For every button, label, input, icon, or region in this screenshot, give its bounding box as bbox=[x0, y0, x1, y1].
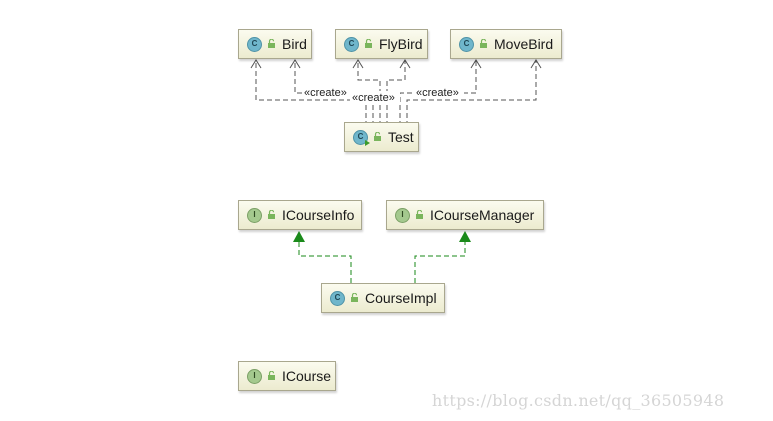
create-label: «create» bbox=[416, 87, 459, 99]
arrowhead-bird-2 bbox=[289, 59, 301, 69]
runnable-class-icon: C bbox=[353, 129, 370, 146]
edge-test-flybird-2 bbox=[386, 60, 406, 126]
lock-open-icon bbox=[374, 132, 381, 141]
lock-open-icon bbox=[416, 210, 423, 219]
class-icon: C bbox=[247, 36, 262, 52]
lock-open-icon bbox=[365, 39, 372, 48]
class-name: Bird bbox=[282, 36, 307, 52]
implements-edges bbox=[298, 241, 466, 283]
arrowhead-flybird-2 bbox=[399, 59, 411, 69]
interface-node-icoursemanager[interactable]: I ICourseManager bbox=[386, 200, 544, 230]
class-name: FlyBird bbox=[379, 36, 423, 52]
class-icon: C bbox=[344, 36, 359, 52]
class-icon: C bbox=[459, 36, 474, 52]
implements-arrowheads bbox=[293, 231, 471, 242]
lock-open-icon bbox=[268, 371, 275, 380]
class-node-movebird[interactable]: C MoveBird bbox=[450, 29, 562, 59]
arrowhead-flybird-1 bbox=[352, 59, 364, 69]
class-name: CourseImpl bbox=[365, 290, 437, 306]
edge-test-flybird-1 bbox=[357, 60, 381, 126]
arrowhead-bird-1 bbox=[250, 59, 262, 69]
lock-open-icon bbox=[268, 39, 275, 48]
lock-open-icon bbox=[268, 210, 275, 219]
interface-icon: I bbox=[247, 368, 262, 384]
interface-name: ICourse bbox=[282, 368, 332, 384]
interface-name: ICourseManager bbox=[430, 207, 535, 223]
edge-courseimpl-icourseinfo bbox=[298, 241, 352, 283]
edge-test-movebird-1 bbox=[399, 60, 477, 126]
edge-test-bird-1 bbox=[255, 60, 367, 126]
class-name: Test bbox=[388, 129, 414, 145]
interface-node-icourseinfo[interactable]: I ICourseInfo bbox=[238, 200, 362, 230]
watermark-text: https://blog.csdn.net/qq_36505948 bbox=[432, 391, 725, 410]
edge-test-movebird-2 bbox=[406, 60, 537, 126]
class-icon: C bbox=[330, 290, 345, 306]
class-name: MoveBird bbox=[494, 36, 554, 52]
class-node-bird[interactable]: C Bird bbox=[238, 29, 312, 59]
class-node-flybird[interactable]: C FlyBird bbox=[335, 29, 428, 59]
lock-open-icon bbox=[480, 39, 487, 48]
arrowhead-movebird-2 bbox=[530, 59, 542, 69]
class-node-test[interactable]: C Test bbox=[344, 122, 419, 152]
class-node-courseimpl[interactable]: C CourseImpl bbox=[321, 283, 445, 313]
edge-courseimpl-icoursemanager bbox=[414, 241, 466, 283]
arrowhead-icoursemanager bbox=[459, 231, 471, 242]
interface-icon: I bbox=[395, 207, 410, 223]
lock-open-icon bbox=[351, 293, 358, 302]
arrowhead-icourseinfo bbox=[293, 231, 305, 242]
interface-node-icourse[interactable]: I ICourse bbox=[238, 361, 336, 391]
interface-name: ICourseInfo bbox=[282, 207, 355, 223]
create-label: «create» bbox=[304, 87, 347, 99]
create-label: «create» bbox=[352, 92, 395, 104]
arrowhead-movebird-1 bbox=[470, 59, 482, 69]
interface-icon: I bbox=[247, 207, 262, 223]
dependency-arrowheads bbox=[250, 59, 542, 69]
